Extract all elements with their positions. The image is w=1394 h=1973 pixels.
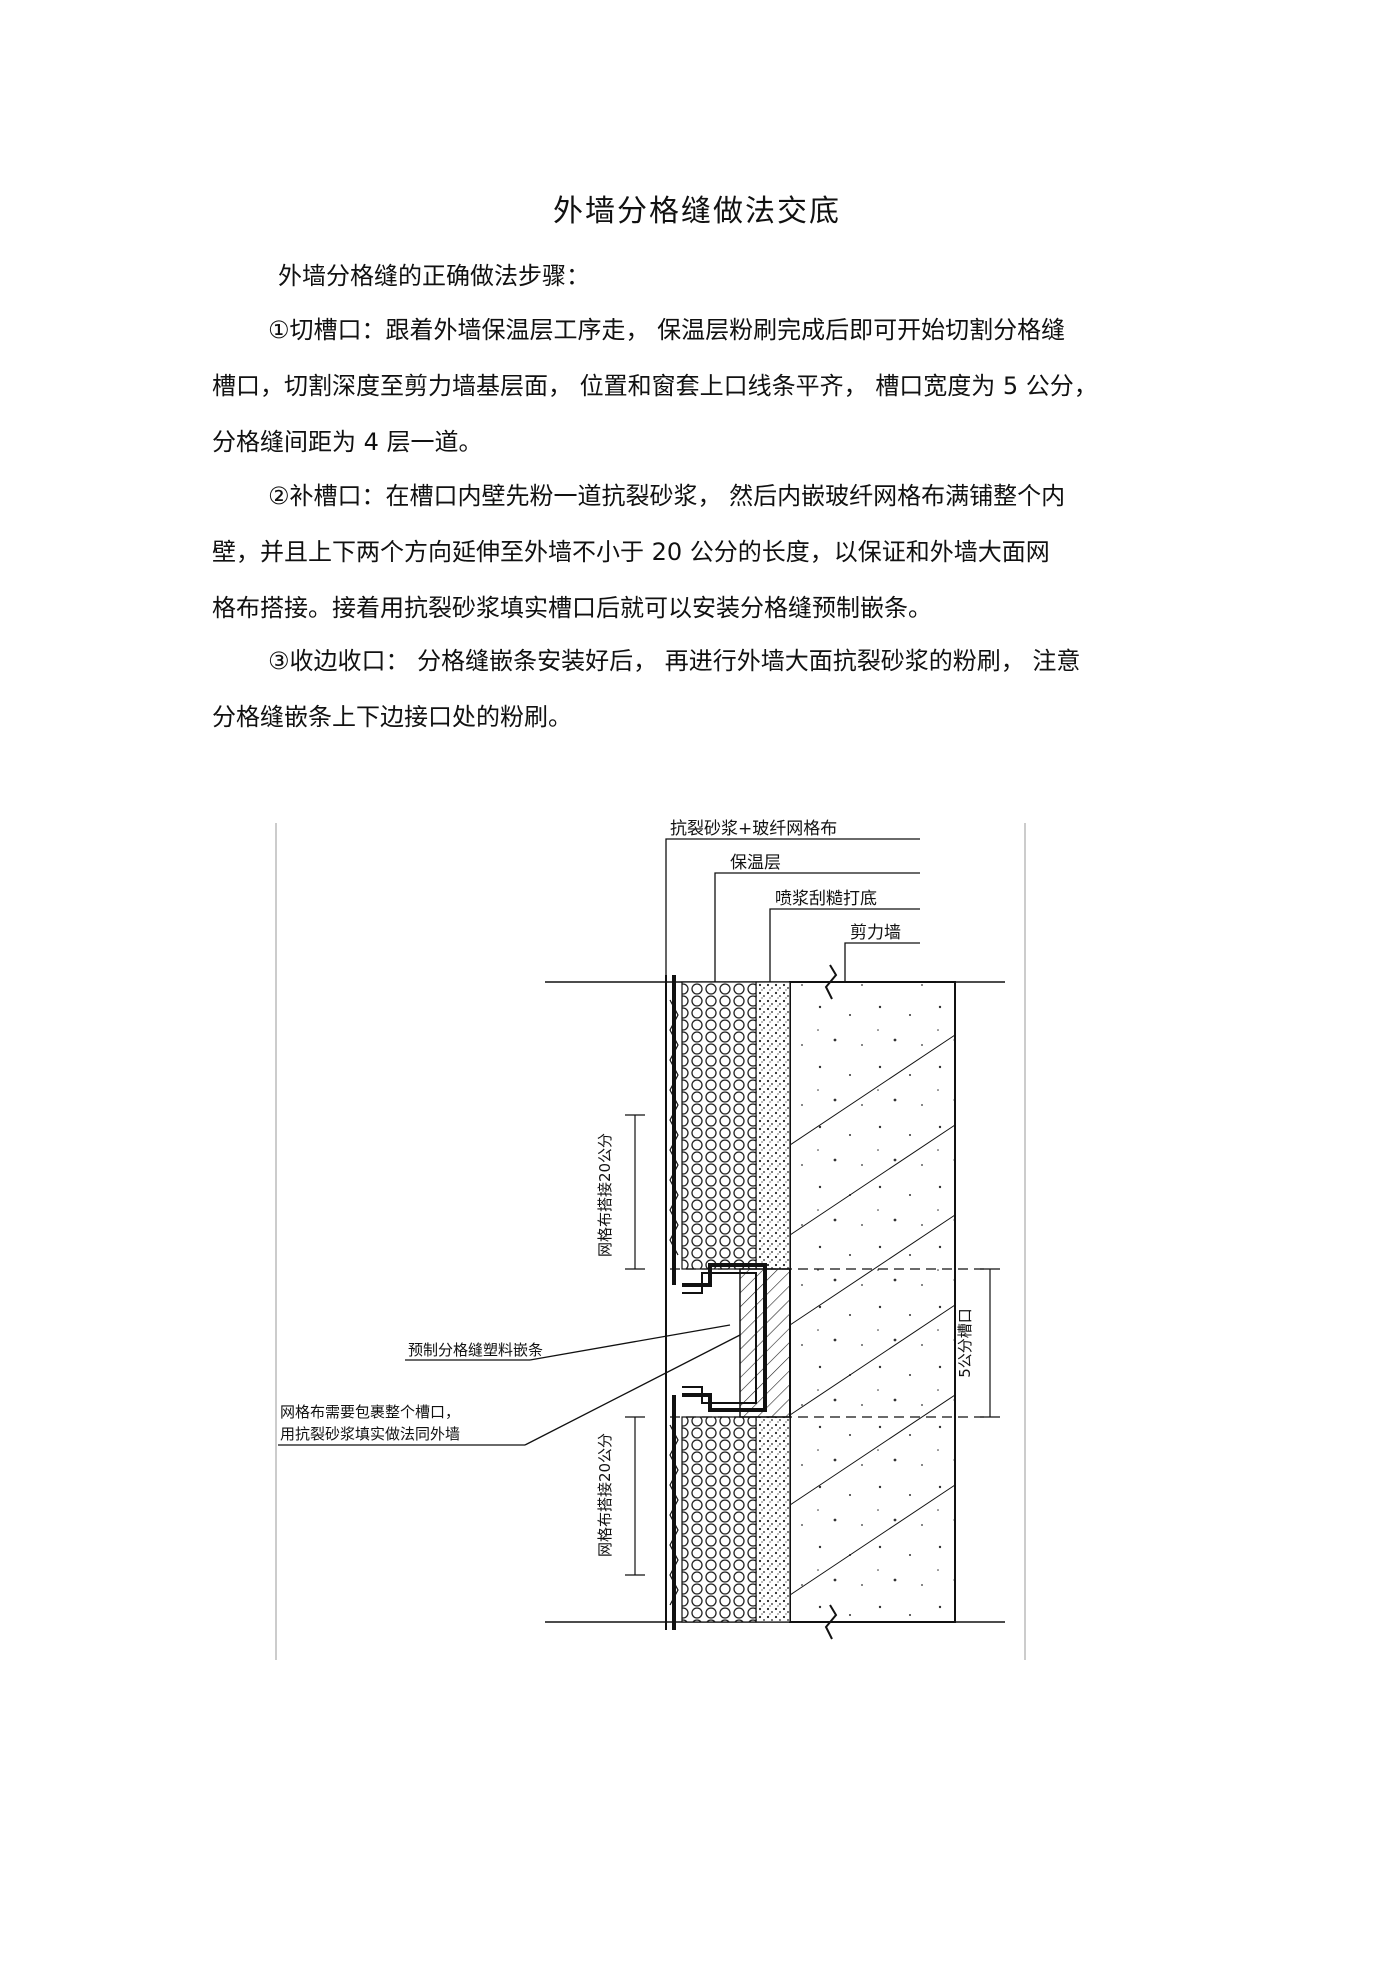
label-strip: 预制分格缝塑料嵌条 — [408, 1341, 543, 1359]
step-line: ②补槽口：在槽口内壁先粉一道抗裂砂浆， 然后内嵌玻纤网格布满铺整个内 — [268, 482, 1066, 510]
break-symbol-top — [824, 964, 838, 1000]
mesh-zigzag-top — [669, 999, 679, 1256]
step-cut-slot: ①切槽口：跟着外墙保温层工序走， 保温层粉刷完成后即可开始切割分格缝 槽口，切割… — [212, 302, 1202, 470]
step-line: 分格缝间距为 4 层一道。 — [212, 428, 483, 456]
insulation-bottom — [681, 1416, 757, 1623]
page-title: 外墙分格缝做法交底 — [553, 194, 841, 229]
leader-spray-base — [769, 908, 920, 982]
break-symbol-bottom — [824, 1604, 838, 1640]
mesh-zigzag-bottom — [669, 1424, 679, 1606]
concrete-diagonals — [789, 1034, 956, 1596]
label-wrap-note-1: 网格布需要包裹整个槽口， — [280, 1403, 460, 1421]
leader-insulation — [714, 872, 920, 982]
lap-label-bottom: 网格布搭接20公分 — [596, 1433, 614, 1557]
lap-label-top: 网格布搭接20公分 — [596, 1133, 614, 1257]
label-mortar-mesh: 抗裂砂浆+玻纤网格布 — [670, 819, 837, 839]
step-patch-slot: ②补槽口：在槽口内壁先粉一道抗裂砂浆， 然后内嵌玻纤网格布满铺整个内 壁，并且上… — [212, 468, 1202, 636]
insulation-top — [681, 981, 757, 1270]
leader-strip — [529, 1324, 731, 1361]
slot-width-label: 5公分槽口 — [956, 1308, 974, 1378]
leader-shear-wall — [844, 942, 920, 982]
slot-inner-line — [682, 1272, 757, 1404]
step-line: 分格缝嵌条上下边接口处的粉刷。 — [212, 703, 572, 731]
step-line: 格布搭接。接着用抗裂砂浆填实槽口后就可以安装分格缝预制嵌条。 — [212, 594, 932, 622]
plastic-strip — [682, 1263, 767, 1412]
label-spray-base: 喷浆刮糙打底 — [775, 889, 877, 909]
step-line: ①切槽口：跟着外墙保温层工序走， 保温层粉刷完成后即可开始切割分格缝 — [268, 316, 1066, 344]
step-line: ③收边收口： 分格缝嵌条安装好后， 再进行外墙大面抗裂砂浆的粉刷， 注意 — [268, 647, 1081, 675]
spray-base-top — [755, 981, 791, 1270]
step-finish-edges: ③收边收口： 分格缝嵌条安装好后， 再进行外墙大面抗裂砂浆的粉刷， 注意 分格缝… — [212, 633, 1202, 745]
label-insulation: 保温层 — [730, 853, 781, 873]
intro-text: 外墙分格缝的正确做法步骤： — [278, 262, 590, 290]
section-drawing-svg: 5公分槽口 网格布搭接20公分 网格布搭接20公分 抗裂砂浆+玻纤网格布 保温层… — [275, 819, 1026, 1660]
label-wrap-note-2: 用抗裂砂浆填实做法同外墙 — [280, 1425, 460, 1443]
leader-mortar-mesh — [665, 838, 920, 975]
shear-wall — [789, 981, 956, 1623]
spray-base-bottom — [755, 1416, 791, 1623]
step-line: 槽口，切割深度至剪力墙基层面， 位置和窗套上口线条平齐， 槽口宽度为 5 公分， — [212, 372, 1098, 400]
section-drawing: 5公分槽口 网格布搭接20公分 网格布搭接20公分 抗裂砂浆+玻纤网格布 保温层… — [270, 815, 1030, 1660]
leader-wrap — [524, 1334, 741, 1446]
label-shear-wall: 剪力墙 — [850, 923, 901, 943]
step-line: 壁，并且上下两个方向延伸至外墙不小于 20 公分的长度，以保证和外墙大面网 — [212, 538, 1050, 566]
